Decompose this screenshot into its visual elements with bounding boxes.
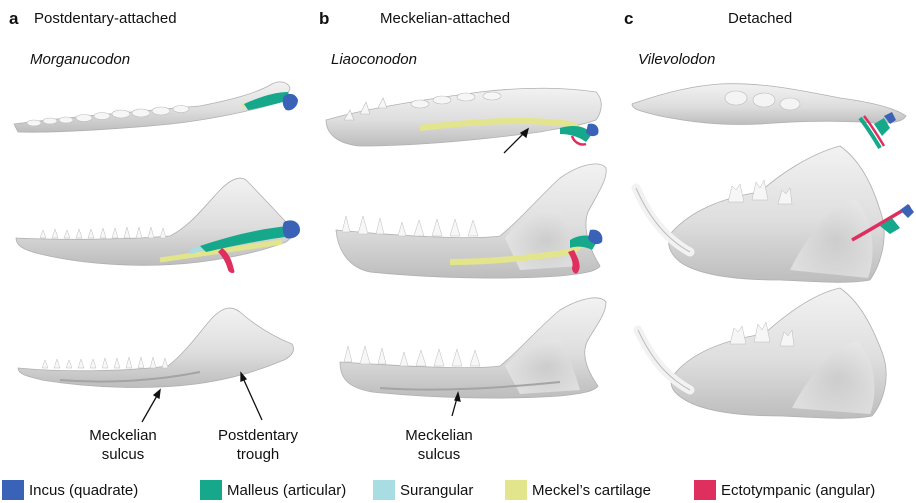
meckelian-sulcus-label-a: Meckelian sulcus [78,426,168,464]
morganucodon-lateral-teeth [40,227,166,238]
meckelian-sulcus-label-b: Meckelian sulcus [384,426,494,464]
legend-swatch [2,480,24,500]
morganucodon-lateral-jaw-colored [16,178,300,273]
legend-item-incus: Incus (quadrate) [2,480,138,500]
legend-swatch [505,480,527,500]
morganucodon-lateral-jaw-plain [18,308,294,387]
liaoconodon-lateral-jaw-plain [340,298,606,398]
liaoconodon-plain-teeth [344,346,480,366]
vilevolodon-lateral-jaw-colored [636,146,914,282]
postdentary-trough-label: Postdentary trough [198,426,318,464]
liaoconodon-oblique-jaw [326,88,601,146]
liaoconodon-lateral-jaw-colored [336,164,606,278]
vilevolodon-lateral-jaw-plain [638,288,886,418]
liaoconodon-lateral-teeth [342,216,478,236]
legend-item-surangular: Surangular [373,480,473,500]
morganucodon-dorsal-jaw [14,82,298,132]
jaw-figure [0,0,916,478]
legend-item-malleus: Malleus (articular) [200,480,346,500]
legend: Incus (quadrate) Malleus (articular) Sur… [0,478,916,502]
legend-item-meckels-cartilage: Meckel’s cartilage [505,480,651,500]
legend-item-ectotympanic: Ectotympanic (angular) [694,480,875,500]
legend-swatch [694,480,716,500]
legend-swatch [373,480,395,500]
legend-swatch [200,480,222,500]
morganucodon-plain-teeth [42,357,168,368]
vilevolodon-dorsal-jaw [632,84,906,148]
